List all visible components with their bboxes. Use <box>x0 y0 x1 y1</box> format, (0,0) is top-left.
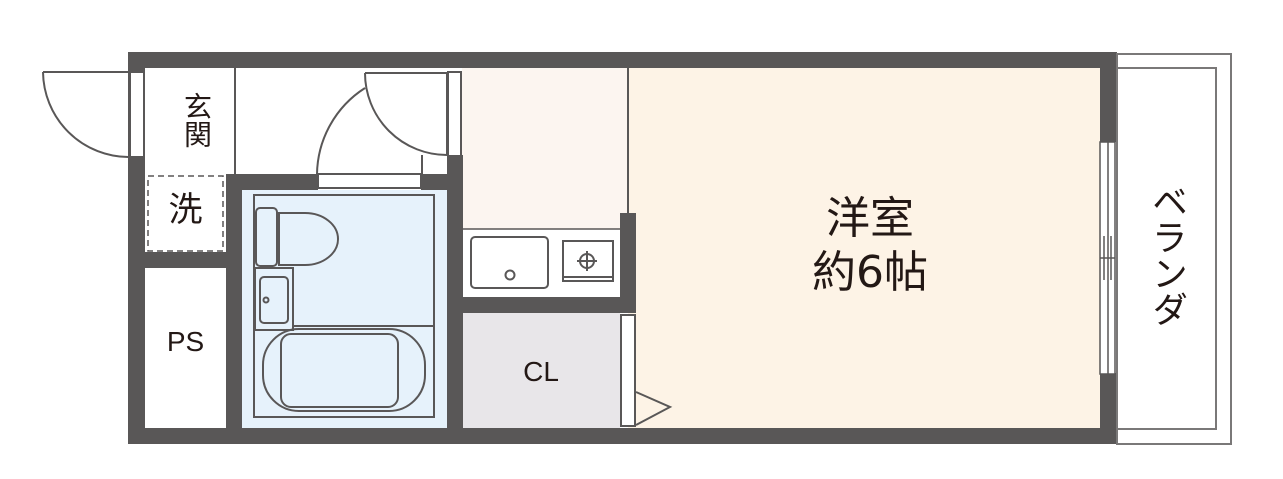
kitchen-floor <box>462 67 628 229</box>
closet-door[interactable] <box>620 314 673 427</box>
bathtub-icon <box>262 328 426 412</box>
wall-top <box>128 52 1117 68</box>
entrance-label: 玄関 <box>180 92 213 148</box>
closet-floor <box>462 313 620 429</box>
room-type-text: 洋室 <box>826 193 914 244</box>
gas-stove-icon <box>562 240 614 282</box>
wall-bath-top-left <box>226 174 318 190</box>
wall-bath-left <box>226 174 242 434</box>
wall-right-upper <box>1100 52 1117 142</box>
wall-bath-right <box>447 155 463 434</box>
wall-laundry-ps <box>145 252 227 268</box>
kitchen-sink-icon <box>470 236 549 289</box>
western-room-label: 洋室 約6帖 <box>760 192 980 300</box>
closet-label: CL <box>523 356 559 387</box>
laundry-space <box>147 175 224 252</box>
balcony-window[interactable] <box>1099 141 1116 375</box>
wall-kitchen-closet <box>462 297 636 313</box>
toilet-icon <box>255 207 339 267</box>
room-size-text: 約6帖 <box>812 247 928 298</box>
wall-right-lower <box>1100 373 1117 444</box>
laundry-label: 洗 <box>168 190 203 230</box>
western-room-floor <box>628 67 1102 429</box>
wall-left-lower <box>128 157 145 444</box>
entrance-door[interactable] <box>42 71 145 159</box>
ps-label: PS <box>166 326 205 357</box>
kitchen-door[interactable] <box>364 71 462 174</box>
bathroom-door[interactable] <box>316 87 422 189</box>
wall-kitchen-side <box>620 213 636 313</box>
washbasin-icon <box>254 267 294 331</box>
veranda-label: ベランダ <box>1146 183 1187 327</box>
wall-bottom <box>128 428 1117 444</box>
wall-left-upper <box>128 52 145 72</box>
veranda-railing <box>1116 53 1232 445</box>
